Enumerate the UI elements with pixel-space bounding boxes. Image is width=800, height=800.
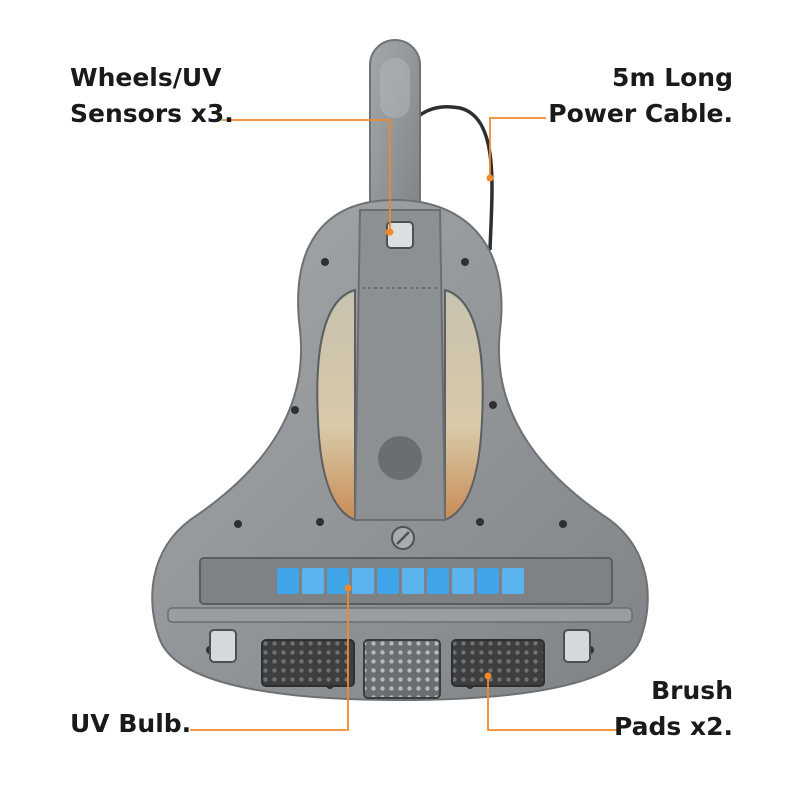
- brush-pads-callout: Brush Pads x2.: [614, 673, 733, 745]
- left-window: [316, 288, 356, 522]
- uv-callout-line1: UV Bulb.: [70, 709, 192, 738]
- center-button: [378, 436, 422, 480]
- power-cable-callout: 5m Long Power Cable.: [548, 60, 733, 132]
- callout-dots: [344, 174, 494, 680]
- brush-callout-line2: Pads x2.: [613, 712, 733, 741]
- right-wheel: [563, 629, 591, 663]
- left-wheel: [209, 629, 237, 663]
- left-brush-pad: [261, 639, 355, 687]
- cable-callout-line1: 5m Long: [612, 63, 733, 92]
- right-brush-pad: [451, 639, 545, 687]
- center-pad: [363, 639, 441, 699]
- wheels-leader-line: [222, 119, 391, 232]
- uv-leader-line: [190, 588, 349, 731]
- uv-bulb-cells: [277, 568, 524, 594]
- top-sensor-wheel: [386, 221, 414, 249]
- uv-bulb-callout: UV Bulb.: [70, 706, 191, 742]
- brush-leader-line: [487, 676, 617, 731]
- callout-lines: [190, 117, 617, 731]
- wheels-callout-line1: Wheels/UV: [70, 63, 222, 92]
- wheels-sensors-callout: Wheels/UV Sensors x3.: [70, 60, 234, 132]
- cable-callout-line2: Power Cable.: [548, 99, 733, 128]
- cable-leader-line: [489, 117, 546, 178]
- brush-callout-line1: Brush: [651, 676, 733, 705]
- wheels-callout-line2: Sensors x3.: [70, 99, 234, 128]
- right-window: [444, 288, 484, 522]
